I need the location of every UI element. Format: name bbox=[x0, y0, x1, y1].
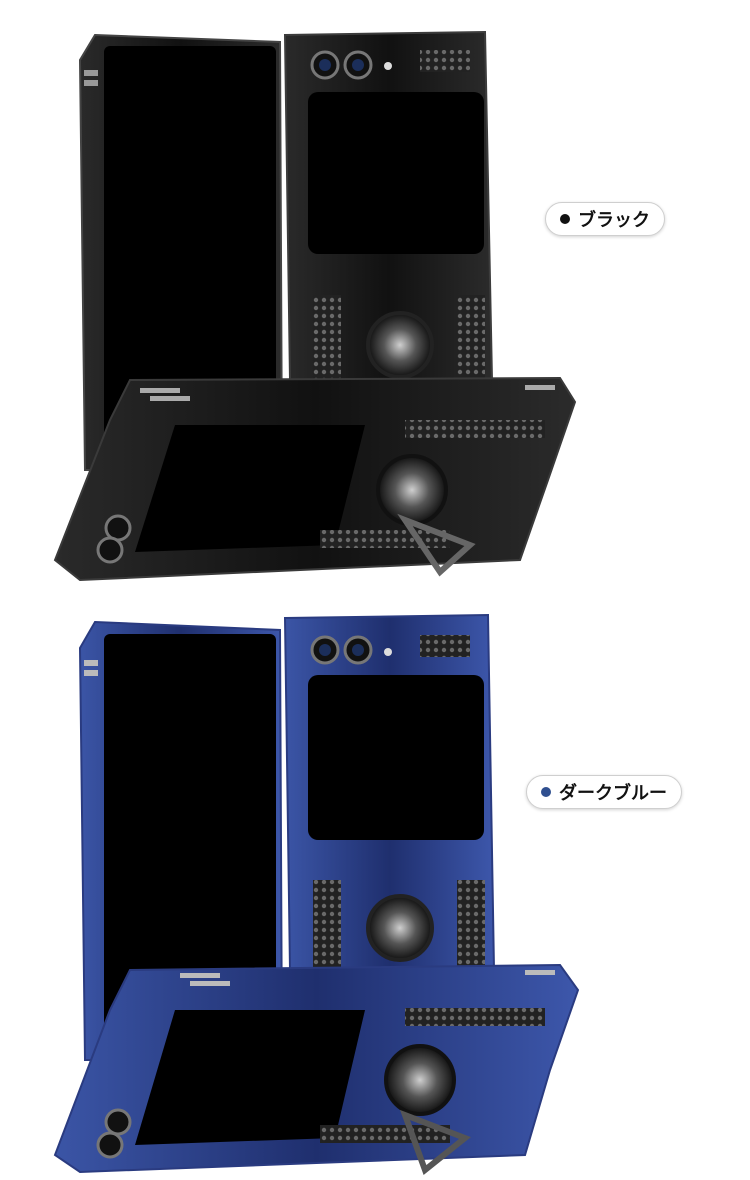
dark-blue-variant-panel: ダークブルー bbox=[0, 590, 750, 1180]
bullet-dot-icon bbox=[541, 787, 551, 797]
black-variant-panel: ブラック bbox=[53, 30, 665, 582]
color-name-dark-blue: ダークブルー bbox=[559, 783, 667, 804]
color-label-black: ブラック bbox=[545, 202, 665, 236]
color-name-black: ブラック bbox=[578, 210, 650, 231]
bullet-dot-icon bbox=[560, 214, 570, 224]
dark-blue-phone-case-image bbox=[53, 613, 580, 1175]
black-phone-case-image bbox=[53, 30, 577, 582]
color-label-dark-blue: ダークブルー bbox=[526, 775, 682, 809]
